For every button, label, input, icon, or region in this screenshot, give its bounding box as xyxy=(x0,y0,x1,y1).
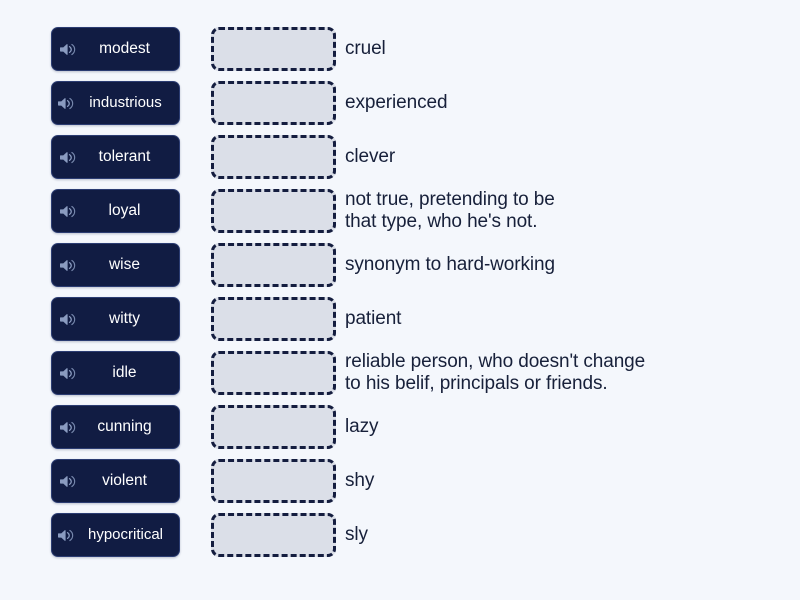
dropzone-cell xyxy=(180,459,336,503)
match-row-4: loyal not true, pretending to be that ty… xyxy=(0,189,800,233)
match-row-3: tolerant clever xyxy=(0,135,800,179)
speaker-icon[interactable] xyxy=(57,95,74,112)
tile-label: wise xyxy=(108,256,140,273)
match-row-8: cunning lazy xyxy=(0,405,800,449)
speaker-icon[interactable] xyxy=(59,473,76,490)
speaker-icon[interactable] xyxy=(59,41,76,58)
definition-text: experienced xyxy=(345,92,448,113)
definition-text: reliable person, who doesn't change to h… xyxy=(345,351,646,394)
speaker-icon[interactable] xyxy=(59,203,76,220)
tile-cell: wise xyxy=(0,243,180,287)
answer-dropzone-2[interactable] xyxy=(211,81,336,125)
definition-cell: reliable person, who doesn't change to h… xyxy=(336,351,800,395)
definition-text: sly xyxy=(345,524,368,545)
definition-cell: synonym to hard-working xyxy=(336,254,800,276)
answer-dropzone-8[interactable] xyxy=(211,405,336,449)
dropzone-cell xyxy=(180,297,336,341)
definition-text: synonym to hard-working xyxy=(345,254,555,275)
answer-dropzone-6[interactable] xyxy=(211,297,336,341)
tile-cell: tolerant xyxy=(0,135,180,179)
answer-dropzone-5[interactable] xyxy=(211,243,336,287)
definition-cell: clever xyxy=(336,146,800,168)
tile-label: tolerant xyxy=(98,148,151,165)
tile-label: cunning xyxy=(97,418,152,435)
audio-word-tile-tolerant[interactable]: tolerant xyxy=(51,135,180,179)
tile-label: idle xyxy=(112,364,137,381)
match-row-2: industrious experienced xyxy=(0,81,800,125)
audio-word-tile-witty[interactable]: witty xyxy=(51,297,180,341)
tile-label: industrious xyxy=(89,94,162,111)
audio-word-tile-idle[interactable]: idle xyxy=(51,351,180,395)
tile-cell: hypocritical xyxy=(0,513,180,557)
answer-dropzone-9[interactable] xyxy=(211,459,336,503)
audio-word-tile-loyal[interactable]: loyal xyxy=(51,189,180,233)
speaker-icon[interactable] xyxy=(59,419,76,436)
definition-cell: lazy xyxy=(336,416,800,438)
match-row-9: violent shy xyxy=(0,459,800,503)
tile-label: hypocritical xyxy=(87,526,164,543)
definition-cell: cruel xyxy=(336,38,800,60)
dropzone-cell xyxy=(180,513,336,557)
answer-dropzone-3[interactable] xyxy=(211,135,336,179)
definition-cell: experienced xyxy=(336,92,800,114)
tile-cell: idle xyxy=(0,351,180,395)
definition-cell: patient xyxy=(336,308,800,330)
tile-cell: violent xyxy=(0,459,180,503)
speaker-icon[interactable] xyxy=(59,257,76,274)
answer-dropzone-7[interactable] xyxy=(211,351,336,395)
definition-text: shy xyxy=(345,470,375,491)
tile-label: violent xyxy=(102,472,147,489)
definition-cell: sly xyxy=(336,524,800,546)
match-row-1: modest cruel xyxy=(0,27,800,71)
dropzone-cell xyxy=(180,405,336,449)
dropzone-cell xyxy=(180,135,336,179)
audio-word-tile-modest[interactable]: modest xyxy=(51,27,180,71)
audio-word-tile-cunning[interactable]: cunning xyxy=(51,405,180,449)
dropzone-cell xyxy=(180,27,336,71)
answer-dropzone-4[interactable] xyxy=(211,189,336,233)
definition-text: not true, pretending to be that type, wh… xyxy=(345,189,555,232)
dropzone-cell xyxy=(180,189,336,233)
tile-cell: industrious xyxy=(0,81,180,125)
dropzone-cell xyxy=(180,243,336,287)
answer-dropzone-10[interactable] xyxy=(211,513,336,557)
audio-word-tile-violent[interactable]: violent xyxy=(51,459,180,503)
speaker-icon[interactable] xyxy=(57,527,74,544)
definition-text: cruel xyxy=(345,38,386,59)
tile-label: witty xyxy=(109,310,140,327)
definition-text: patient xyxy=(345,308,402,329)
tile-cell: modest xyxy=(0,27,180,71)
tile-cell: cunning xyxy=(0,405,180,449)
answer-dropzone-1[interactable] xyxy=(211,27,336,71)
audio-word-tile-wise[interactable]: wise xyxy=(51,243,180,287)
dropzone-cell xyxy=(180,81,336,125)
speaker-icon[interactable] xyxy=(59,311,76,328)
definition-text: clever xyxy=(345,146,396,167)
tile-label: loyal xyxy=(108,202,141,219)
tile-label: modest xyxy=(99,40,150,57)
match-row-6: witty patient xyxy=(0,297,800,341)
definition-cell: not true, pretending to be that type, wh… xyxy=(336,189,800,233)
audio-word-tile-hypocritical[interactable]: hypocritical xyxy=(51,513,180,557)
dropzone-cell xyxy=(180,351,336,395)
tile-cell: witty xyxy=(0,297,180,341)
definition-cell: shy xyxy=(336,470,800,492)
match-row-10: hypocritical sly xyxy=(0,513,800,557)
speaker-icon[interactable] xyxy=(59,149,76,166)
audio-word-tile-industrious[interactable]: industrious xyxy=(51,81,180,125)
speaker-icon[interactable] xyxy=(59,365,76,382)
match-row-7: idle reliable person, who doesn't change… xyxy=(0,351,800,395)
tile-cell: loyal xyxy=(0,189,180,233)
match-row-5: wise synonym to hard-working xyxy=(0,243,800,287)
definition-text: lazy xyxy=(345,416,379,437)
